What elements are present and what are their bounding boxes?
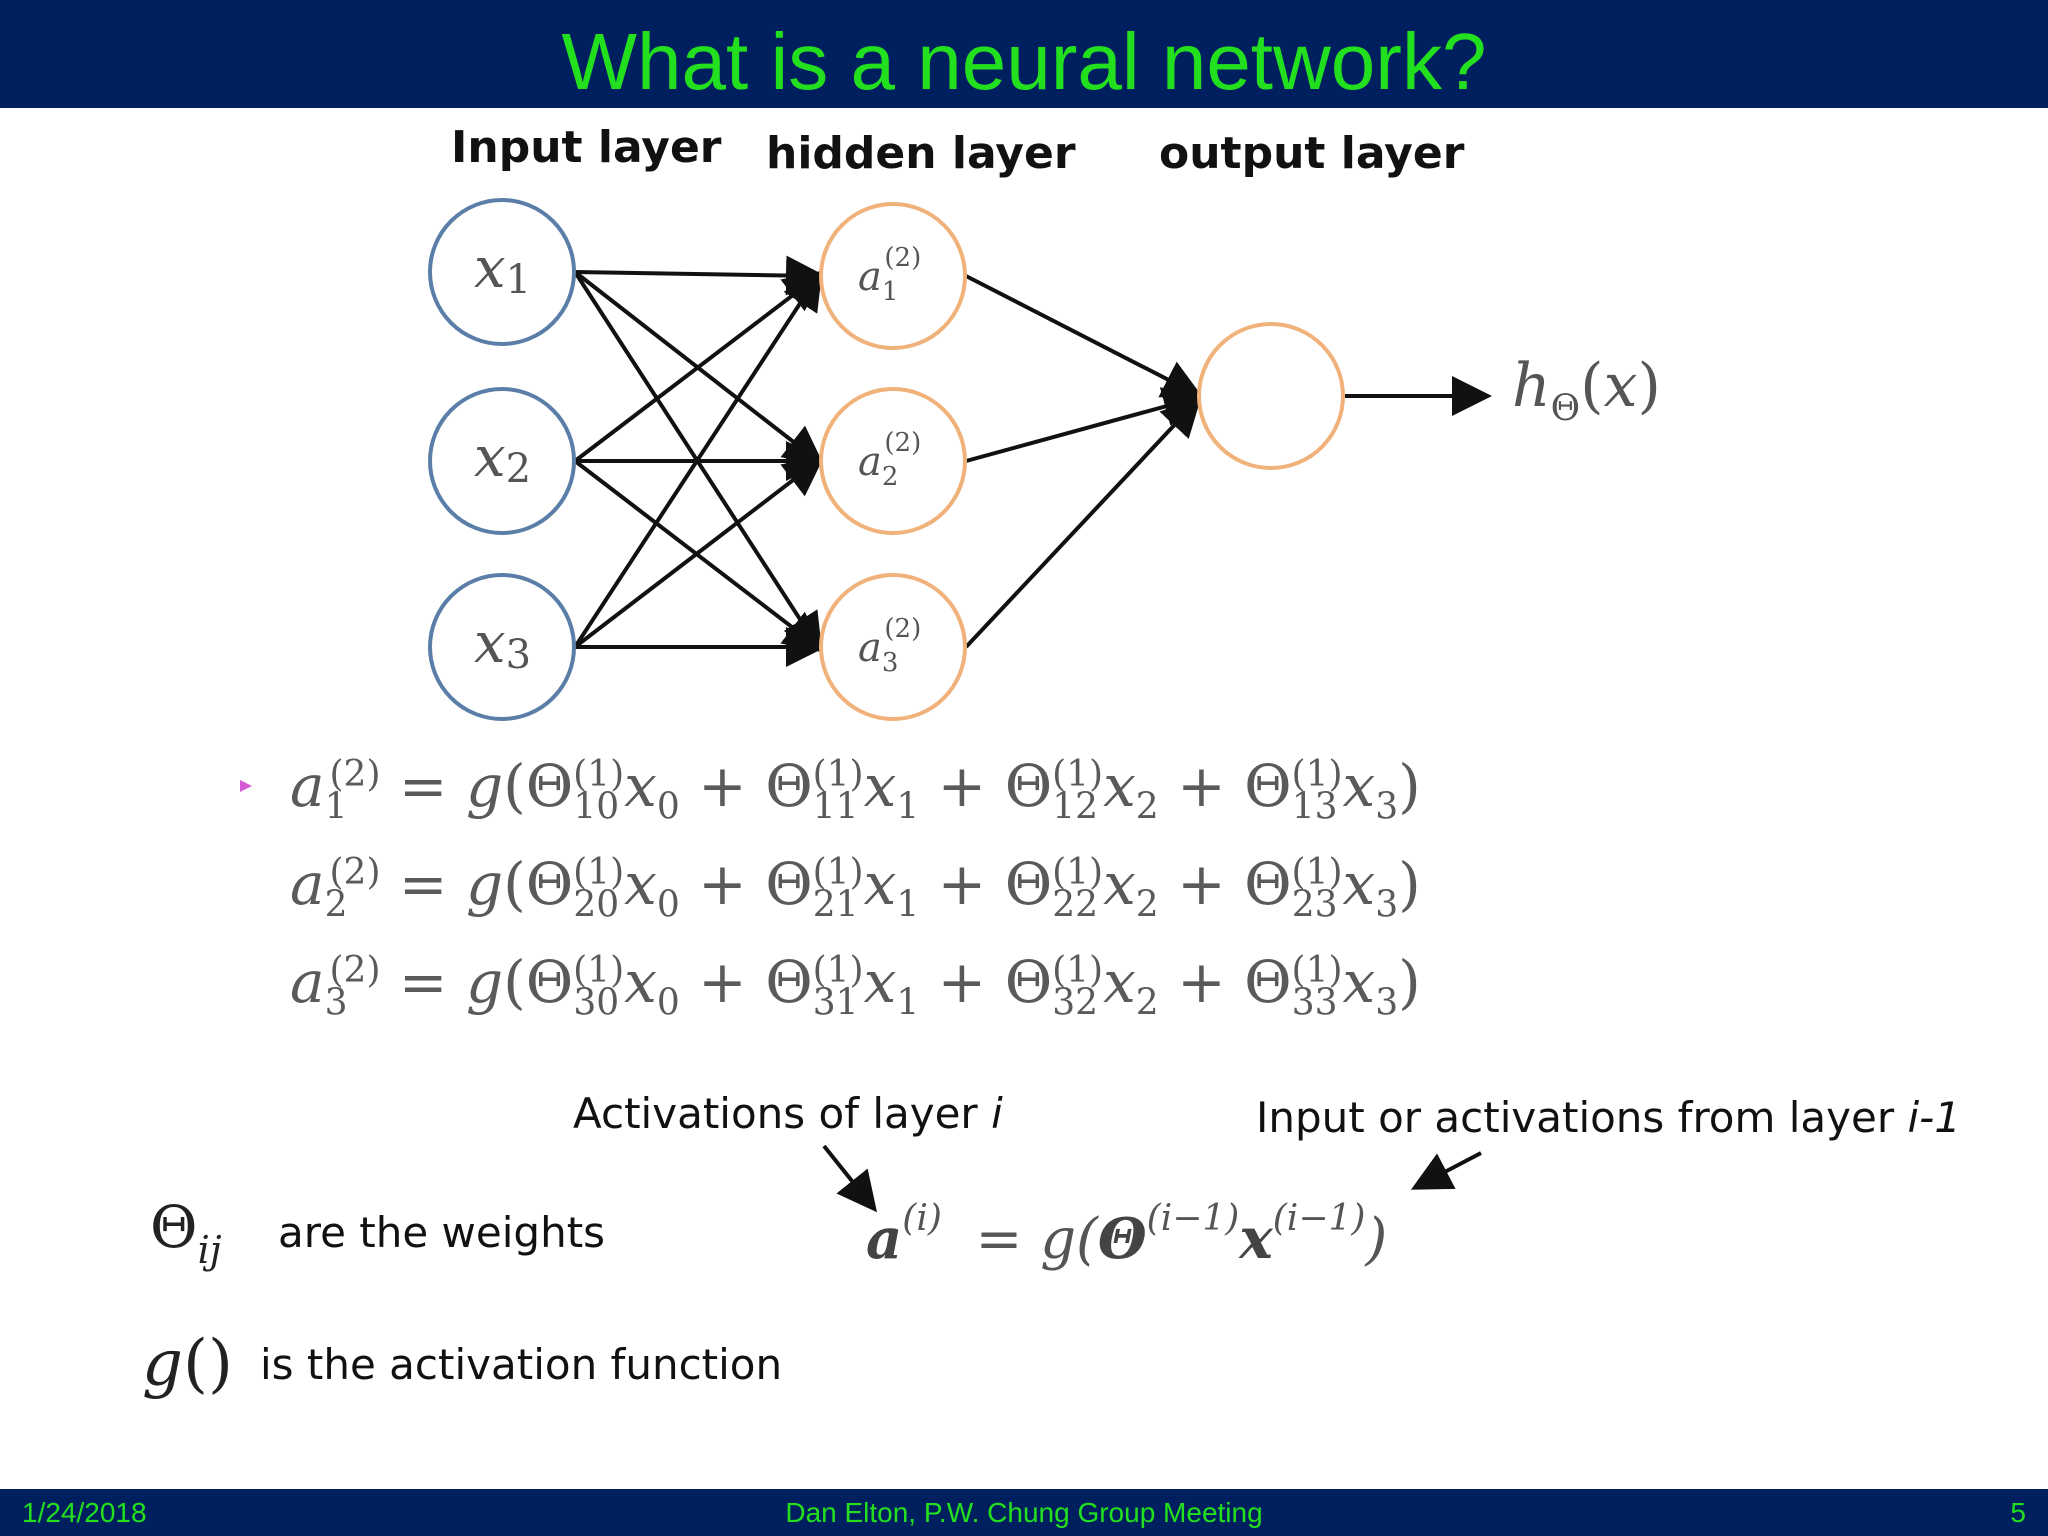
g-symbol: g() [142,1327,233,1401]
hidden-layer-label: hidden layer [766,128,1076,179]
slide-header: What is a neural network? [0,0,2048,108]
activations-prefix: Activations of layer [573,1089,992,1138]
equation-row-1: a1(2) = g(Θ10(1)x0 + Θ11(1)x1 + Θ12(1)x2… [290,752,1421,828]
activations-var: i [991,1089,1003,1138]
input-prefix: Input or activations from layer [1256,1093,1908,1142]
activation-function-text: is the activation function [260,1340,783,1389]
footer-date: 1/24/2018 [22,1497,147,1528]
bullet-marker [240,780,252,792]
slide-title: What is a neural network? [561,17,1487,106]
edge-x1-a1 [574,255,826,296]
footer-center-text: Dan Elton, P.W. Chung Group Meeting [785,1497,1263,1528]
activations-annotation: Activations of layer i [573,1089,1003,1138]
equation-row-2: a2(2) = g(Θ20(1)x0 + Θ21(1)x1 + Θ22(1)x2… [290,850,1421,926]
edge-a3-out [964,396,1202,649]
input-annotation: Input or activations from layer i-1 [1256,1093,1961,1142]
input-pointer-arrow [1410,1151,1482,1190]
hidden-node-a3 [819,573,967,721]
input-node-x2 [428,387,576,535]
output-label: hΘ(x) [1512,351,1661,429]
slide-footer: 1/24/2018 Dan Elton, P.W. Chung Group Me… [0,1489,2048,1536]
hidden-node-a2 [819,387,967,535]
activations-pointer-arrow [822,1144,877,1213]
edge-a1-out [965,274,1204,398]
hidden-node-a1 [819,202,967,350]
weights-text: are the weights [278,1208,606,1257]
general-equation: a(i) = g(Θ(i−1)x(i−1)) [866,1179,1387,1272]
input-node-x3 [428,573,576,721]
output-node [1197,322,1345,470]
theta-ij-symbol: Θij [150,1193,222,1272]
hidden-output-connections [964,274,1492,649]
edge-x3-a2 [573,456,825,649]
equation-row-3: a3(2) = g(Θ30(1)x0 + Θ31(1)x1 + Θ32(1)x2… [290,948,1421,1024]
input-layer-label: Input layer [451,122,722,173]
edge-a2-out [965,387,1204,463]
input-node-x1 [428,198,576,346]
edge-x2-a1 [573,271,825,463]
page-number: 5 [2010,1497,2026,1528]
output-layer-label: output layer [1159,128,1465,179]
edge-x3-a1 [573,269,823,649]
input-var: i-1 [1907,1093,1962,1142]
input-hidden-connections [573,255,826,667]
